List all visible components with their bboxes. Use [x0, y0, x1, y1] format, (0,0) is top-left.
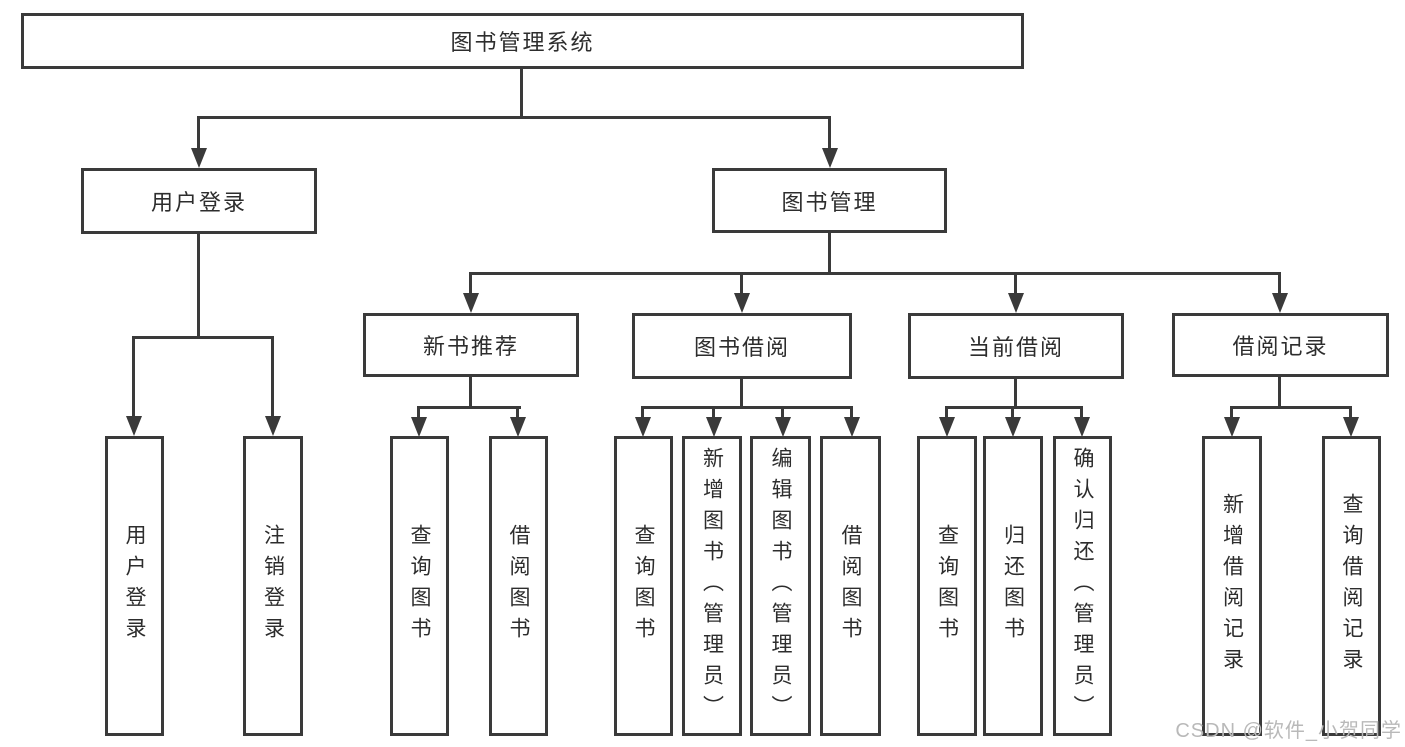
- leaf-borrow-books-1: 借阅图书: [489, 436, 548, 736]
- leaf-label: 查询图书: [935, 524, 959, 648]
- leaf-edit-book-admin: 编辑图书（管理员）: [750, 436, 811, 736]
- arrow-down-icon: [822, 148, 838, 168]
- leaf-query-books-2: 查询图书: [614, 436, 673, 736]
- leaf-label: 归还图书: [1001, 524, 1025, 648]
- connector-bookborrow-stem: [740, 377, 743, 408]
- leaf-logout: 注销登录: [243, 436, 303, 736]
- connector-arrow-stem: [197, 116, 200, 150]
- arrow-down-icon: [734, 293, 750, 313]
- leaf-label: 确认归还（管理员）: [1071, 446, 1094, 726]
- node-current-borrow: 当前借阅: [908, 313, 1124, 379]
- leaf-label: 用户登录: [123, 524, 146, 648]
- arrow-down-icon: [265, 416, 281, 436]
- node-library-management-system: 图书管理系统: [21, 13, 1024, 69]
- leaf-label: 新增图书（管理员）: [700, 446, 724, 726]
- connector-arrow-stem: [1011, 406, 1014, 418]
- arrow-down-icon: [191, 148, 207, 168]
- connector-arrow-stem: [1014, 272, 1017, 294]
- connector-arrow-stem: [740, 272, 743, 294]
- connector-arrow-stem: [1080, 406, 1083, 418]
- connector-level2-branch: [197, 116, 831, 119]
- node-label: 图书借阅: [693, 335, 790, 360]
- connector-currentborrow-stem: [1014, 377, 1017, 408]
- connector-newbook-branch: [417, 406, 521, 409]
- connector-arrow-stem: [516, 406, 519, 418]
- arrow-down-icon: [510, 417, 526, 437]
- arrow-down-icon: [1074, 417, 1090, 437]
- node-label: 借阅记录: [1232, 334, 1329, 359]
- connector-arrow-stem: [1230, 406, 1233, 418]
- connector-arrow-stem: [712, 406, 715, 418]
- arrow-down-icon: [635, 417, 651, 437]
- leaf-label: 查询图书: [632, 524, 655, 648]
- connector-arrow-stem: [781, 406, 784, 418]
- connector-arrow-stem: [469, 272, 472, 294]
- node-label: 新书推荐: [422, 334, 519, 359]
- connector-arrow-stem: [271, 336, 274, 416]
- connector-arrow-stem: [1278, 272, 1281, 294]
- connector-userlogin-branch: [132, 336, 274, 339]
- node-new-book-recommend: 新书推荐: [363, 313, 579, 377]
- leaf-borrow-books-2: 借阅图书: [820, 436, 881, 736]
- leaf-label: 查询借阅记录: [1340, 493, 1363, 679]
- connector-arrow-stem: [828, 116, 831, 150]
- connector-arrow-stem: [641, 406, 644, 418]
- leaf-label: 借阅图书: [507, 524, 530, 648]
- connector-arrow-stem: [1349, 406, 1352, 418]
- arrow-down-icon: [463, 293, 479, 313]
- connector-arrow-stem: [945, 406, 948, 418]
- leaf-query-books-3: 查询图书: [917, 436, 977, 736]
- connector-arrow-stem: [417, 406, 420, 418]
- connector-userlogin-stem: [197, 234, 200, 339]
- leaf-confirm-return-admin: 确认归还（管理员）: [1053, 436, 1112, 736]
- leaf-label: 新增借阅记录: [1220, 493, 1244, 679]
- connector-borrowrecords-stem: [1278, 377, 1281, 408]
- arrow-down-icon: [706, 417, 722, 437]
- arrow-down-icon: [1224, 417, 1240, 437]
- arrow-down-icon: [126, 416, 142, 436]
- connector-borrowrecords-branch: [1230, 406, 1352, 409]
- leaf-add-book-admin: 新增图书（管理员）: [682, 436, 742, 736]
- connector-arrow-stem: [132, 336, 135, 416]
- node-user-login: 用户登录: [81, 168, 317, 234]
- node-borrow-records: 借阅记录: [1172, 313, 1389, 377]
- leaf-return-book: 归还图书: [983, 436, 1043, 736]
- connector-currentborrow-branch: [945, 406, 1083, 409]
- arrow-down-icon: [1343, 417, 1359, 437]
- node-label: 当前借阅: [967, 335, 1064, 360]
- leaf-label: 查询图书: [408, 524, 431, 648]
- leaf-query-books-1: 查询图书: [390, 436, 449, 736]
- connector-bookborrow-branch: [641, 406, 853, 409]
- connector-root-stem: [520, 69, 523, 118]
- leaf-add-borrow-record: 新增借阅记录: [1202, 436, 1262, 736]
- leaf-label: 注销登录: [261, 524, 285, 648]
- arrow-down-icon: [411, 417, 427, 437]
- arrow-down-icon: [1005, 417, 1021, 437]
- node-label: 图书管理: [781, 189, 878, 215]
- leaf-label: 编辑图书（管理员）: [769, 446, 792, 726]
- connector-bookmgmt-stem: [828, 233, 831, 275]
- connector-arrow-stem: [850, 406, 853, 418]
- arrow-down-icon: [1008, 293, 1024, 313]
- node-book-management: 图书管理: [712, 168, 947, 233]
- node-label: 图书管理系统: [450, 30, 595, 55]
- arrow-down-icon: [939, 417, 955, 437]
- leaf-user-login: 用户登录: [105, 436, 164, 736]
- leaf-query-borrow-record: 查询借阅记录: [1322, 436, 1381, 736]
- node-book-borrow: 图书借阅: [632, 313, 852, 379]
- arrow-down-icon: [775, 417, 791, 437]
- watermark-csdn: CSDN @软件_小贺同学: [1175, 720, 1402, 742]
- connector-level3-branch: [469, 272, 1281, 275]
- node-label: 用户登录: [150, 190, 247, 215]
- connector-newbook-stem: [469, 377, 472, 408]
- arrow-down-icon: [844, 417, 860, 437]
- leaf-label: 借阅图书: [839, 524, 862, 648]
- arrow-down-icon: [1272, 293, 1288, 313]
